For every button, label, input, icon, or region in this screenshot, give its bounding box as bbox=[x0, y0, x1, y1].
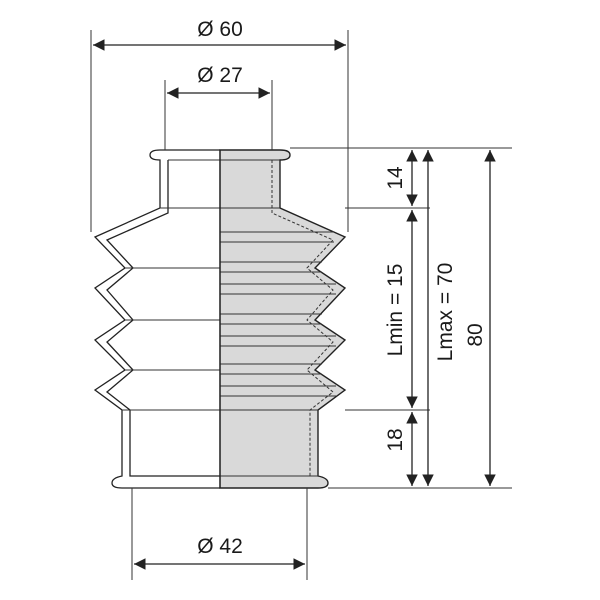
dim-bottom-diameter-label: Ø 42 bbox=[197, 535, 243, 558]
bellows-left-section bbox=[93, 149, 220, 489]
dim-bottom-collar-label: 18 bbox=[384, 428, 407, 451]
dimension-inner-diameter: Ø 27 bbox=[164, 64, 273, 150]
dim-top-collar-label: 14 bbox=[384, 166, 407, 190]
dim-total-length-label: 80 bbox=[464, 323, 487, 346]
dimension-top-collar: 14 bbox=[384, 150, 418, 206]
dim-outer-diameter-label: Ø 60 bbox=[197, 18, 243, 41]
dimension-extension-lines bbox=[290, 147, 512, 489]
dim-lmax-label: Lmax = 70 bbox=[434, 263, 457, 362]
dimension-lmax: Lmax = 70 bbox=[422, 150, 457, 486]
dimension-bottom-diameter: Ø 42 bbox=[131, 488, 308, 580]
dimension-total-length: 80 bbox=[464, 150, 496, 486]
dim-inner-diameter-label: Ø 27 bbox=[197, 64, 243, 87]
dim-lmin-label: Lmin = 15 bbox=[384, 264, 407, 357]
dimension-bottom-collar: 18 bbox=[384, 412, 418, 486]
bellows-right-view bbox=[219, 149, 347, 489]
dimension-lmin: Lmin = 15 bbox=[384, 210, 418, 408]
dimension-outer-diameter: Ø 60 bbox=[90, 18, 349, 232]
